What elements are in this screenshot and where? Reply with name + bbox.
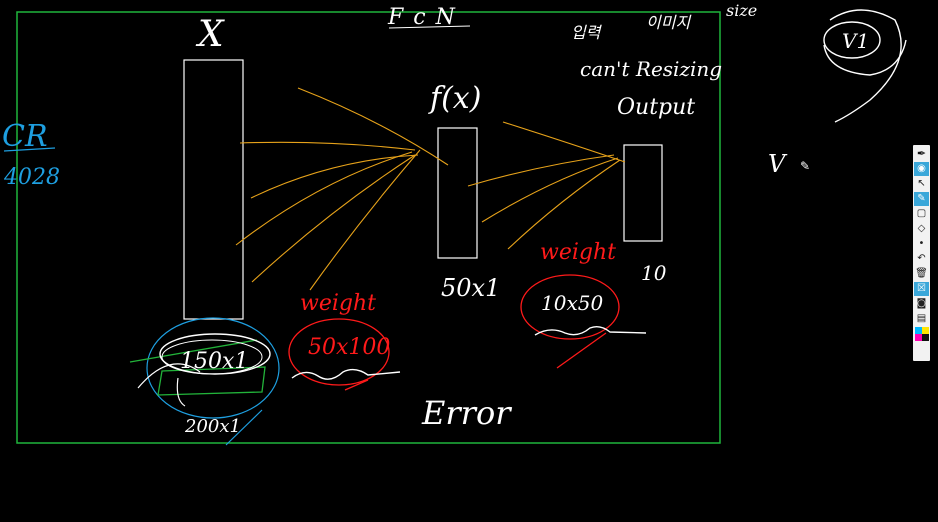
camera-icon[interactable]: ◙ — [916, 297, 927, 309]
input-label: X — [195, 14, 225, 55]
connections-input-hidden — [235, 87, 449, 291]
annotation-korean-input: 입력 — [571, 23, 603, 42]
weight1-dim: 50x100 — [308, 335, 390, 360]
pen-icon[interactable]: ✒ — [916, 146, 927, 160]
clipboard-icon[interactable]: ▤ — [916, 312, 927, 324]
output-dim-label: 10 — [641, 261, 667, 285]
v-label: V — [768, 150, 788, 178]
color-swatch-magenta[interactable] — [914, 334, 922, 341]
white-ellipse-input-2 — [161, 339, 263, 375]
color-swatch-yellow[interactable] — [921, 327, 929, 334]
input-layer-box — [183, 59, 244, 320]
blue-circle-input — [146, 317, 280, 419]
title-text: FcN — [387, 5, 465, 30]
hidden-dim-label: 50x1 — [441, 274, 500, 302]
side-note-bottom: 4028 — [3, 165, 60, 190]
green-box-input — [157, 366, 266, 396]
eye-icon[interactable]: ◉ — [914, 161, 929, 176]
rectangle-icon[interactable]: ▢ — [916, 207, 927, 219]
output-layer-box — [623, 144, 663, 242]
hidden-layer-box — [437, 127, 478, 259]
color-swatch-cyan[interactable] — [914, 327, 922, 334]
dot-icon[interactable]: • — [918, 237, 925, 249]
side-note-top: CR — [2, 119, 48, 154]
color-swatch-black[interactable] — [921, 334, 929, 341]
weight1-circle — [288, 318, 390, 386]
frame-rectangle — [16, 11, 721, 444]
eraser-icon[interactable]: ◇ — [917, 222, 926, 234]
side-note-underline — [3, 147, 56, 152]
weight2-circle — [520, 274, 620, 340]
weight1-label: weight — [300, 291, 376, 316]
color-palette — [914, 327, 929, 341]
annotation-korean-image: 이미지 — [646, 13, 691, 32]
title-underline — [388, 25, 471, 29]
weight1-red-stroke — [344, 379, 369, 391]
hidden-label: f(x) — [428, 81, 481, 116]
circle-label: V1 — [842, 29, 869, 53]
connections-hidden-output — [467, 121, 626, 250]
select-arrow-icon[interactable]: ↖ — [917, 177, 926, 189]
output-label: Output — [617, 95, 695, 120]
error-label: Error — [421, 394, 512, 432]
circled-v1 — [823, 9, 907, 123]
white-scribble-input — [137, 363, 201, 407]
blue-stroke-input — [225, 409, 263, 446]
pen-cursor-icon: ✎ — [800, 159, 810, 173]
annotation-cant-resize: can't Resizing — [580, 57, 722, 81]
undo-icon[interactable]: ↶ — [917, 252, 926, 264]
green-stroke-input — [129, 339, 258, 363]
drawing-toolbar: ✒ ◉ ↖ ✎ ▢ ◇ • ↶ 🗑 ☒ ◙ ▤ — [913, 145, 930, 361]
weight1-squiggle — [291, 368, 401, 380]
annotation-size: size — [726, 1, 757, 20]
input-dim-primary: 150x1 — [180, 349, 248, 374]
weight2-squiggle — [534, 325, 647, 336]
input-dim-secondary: 200x1 — [184, 416, 241, 437]
close-board-icon[interactable]: ☒ — [914, 281, 929, 296]
weight2-red-stroke — [556, 332, 607, 369]
weight2-label: weight — [540, 240, 616, 265]
highlighter-icon[interactable]: ✎ — [914, 191, 929, 206]
trash-icon[interactable]: 🗑 — [915, 267, 928, 279]
weight2-dim: 10x50 — [541, 291, 603, 315]
